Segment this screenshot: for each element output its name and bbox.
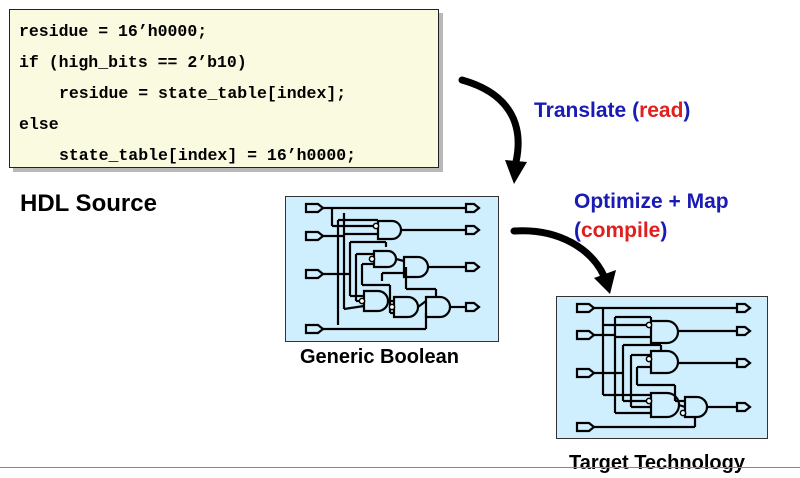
input-port-icon (304, 323, 325, 335)
and-gate-icon (402, 255, 430, 279)
and-gate-icon (649, 349, 680, 375)
inverter-bubble-icon (358, 297, 366, 305)
input-port-icon (304, 202, 325, 214)
target-technology-circuit (556, 296, 768, 439)
compile-command: compile (581, 219, 661, 242)
translate-step-label: Translate (read) (534, 99, 690, 123)
output-port-icon (735, 357, 752, 369)
inverter-bubble-icon (368, 255, 376, 263)
output-port-icon (735, 302, 752, 314)
target-technology-label: Target Technology (569, 452, 745, 474)
hdl-source-label: HDL Source (20, 190, 157, 217)
code-line: else (19, 115, 59, 134)
generic-boolean-label: Generic Boolean (300, 346, 459, 368)
paren-close: ) (660, 219, 668, 242)
code-line: residue = state_table[index]; (59, 84, 347, 103)
translate-verb: Translate (534, 99, 627, 122)
and-gate-icon (683, 395, 709, 419)
and-gate-icon (424, 295, 452, 319)
bottom-divider (0, 467, 800, 468)
optimize-step-label: Optimize + Map (574, 190, 729, 213)
paren-open: ( (632, 99, 640, 122)
input-port-icon (575, 421, 596, 433)
curved-arrow-icon (510, 227, 608, 280)
output-port-icon (464, 202, 481, 214)
and-gate-icon (392, 295, 420, 319)
code-line: state_table[index] = 16’h0000; (59, 146, 357, 165)
and-gate-icon (649, 391, 681, 419)
and-gate-icon (376, 219, 403, 241)
output-port-icon (464, 261, 481, 273)
curved-arrow-icon (458, 76, 522, 166)
hdl-code-box: residue = 16’h0000; if (high_bits == 2’b… (9, 9, 439, 168)
output-port-icon (464, 301, 481, 313)
arrowhead-icon (594, 270, 616, 294)
output-port-icon (464, 224, 481, 236)
inverter-bubble-icon (679, 409, 687, 417)
input-port-icon (304, 230, 325, 242)
input-port-icon (575, 329, 596, 341)
compile-step-label: (compile) (574, 219, 667, 243)
read-command: read (639, 99, 684, 122)
inverter-bubble-icon (645, 397, 653, 405)
input-port-icon (575, 367, 596, 379)
and-gate-icon (362, 289, 390, 313)
inverter-bubble-icon (388, 303, 396, 311)
input-port-icon (304, 268, 325, 280)
inverter-bubble-icon (372, 222, 380, 230)
and-gate-icon (372, 249, 398, 269)
paren-close: ) (683, 99, 691, 122)
generic-boolean-circuit (285, 196, 499, 342)
inverter-bubble-icon (645, 355, 653, 363)
code-line: residue = 16’h0000; (19, 22, 208, 41)
arrowhead-icon (505, 160, 527, 184)
paren-open: ( (574, 219, 581, 242)
and-gate-icon (649, 319, 680, 345)
generic-circuit-schematic (304, 202, 481, 335)
output-port-icon (735, 401, 752, 413)
code-line: if (high_bits == 2’b10) (19, 53, 247, 72)
target-circuit-schematic (575, 302, 752, 433)
output-port-icon (735, 325, 752, 337)
inverter-bubble-icon (645, 321, 653, 329)
input-port-icon (575, 302, 596, 314)
